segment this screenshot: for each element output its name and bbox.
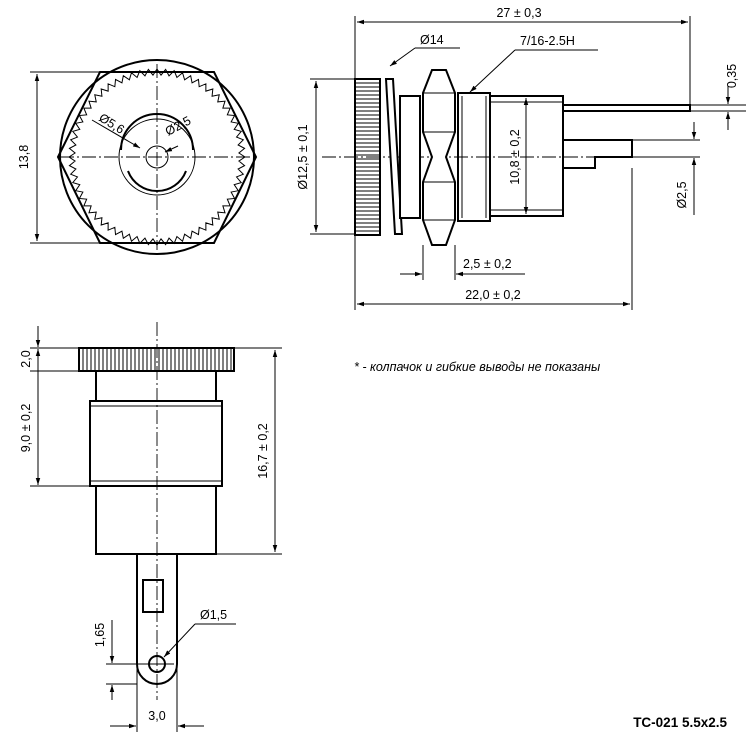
dim-washer-diameter: Ø14 [420,33,444,47]
leader-hole [163,623,196,658]
center-pin-circle [145,145,169,169]
dim-lead-offset: Ø2,5 [675,181,689,208]
dim-hex-height: 13,8 [17,145,31,169]
threaded-section [89,400,223,487]
upper-body [95,370,217,402]
knurl-hatch [356,82,379,232]
model-label: TC-021 5.5x2.5 [633,715,727,730]
dim-thread-length: 9,0 ± 0,2 [19,404,33,453]
leader-thread [469,49,516,93]
dim-lug-width: 3,0 [148,709,165,723]
knurl-hatch [82,349,232,370]
bottom-view: 2,0 9,0 ± 0,2 16,7 ± 0,2 1,65 Ø1,5 3,0 [19,322,282,732]
lead-center [563,139,633,169]
lower-body [95,485,217,555]
hex-nut [422,69,456,246]
leader-pin-diameter [164,145,179,153]
leader-washer [389,47,416,67]
dim-outer-diameter: Ø5,6 [96,111,126,137]
washer [384,78,404,235]
contact-lower-arc [127,170,187,192]
dim-thread: 7/16-2.5H [520,34,575,48]
side-view: 27 ± 0,3 Ø14 7/16-2.5H 0,35 Ø12,5 ± 0,1 … [296,6,746,310]
spacer-ring [399,95,421,219]
knurled-flange [354,78,381,236]
dim-nut-width: 2,5 ± 0,2 [463,257,512,271]
dim-lead-thickness: 0,35 [725,64,739,88]
solder-lug [136,554,178,685]
leader-outer-diameter [91,119,141,149]
dim-cap-height: 2,0 [19,350,33,367]
dim-hole-diameter: Ø1,5 [200,608,227,622]
dim-body-length: 22,0 ± 0,2 [465,288,521,302]
dim-total-height: 16,7 ± 0,2 [256,423,270,479]
drawing-note: * - колпачок и гибкие выводы не показаны [354,360,600,374]
lug-slot [142,579,164,613]
dim-hole-offset: 1,65 [93,623,107,647]
dim-body-diameter: 10,8 ± 0,2 [508,129,522,185]
dim-overall-length: 27 ± 0,3 [496,6,541,20]
front-view: 13,8 Ø5,6 Ø2,5 [17,59,258,255]
rear-body [489,95,564,217]
dim-flange-diameter: Ø12,5 ± 0,1 [296,124,310,189]
lead-thin [563,104,691,112]
